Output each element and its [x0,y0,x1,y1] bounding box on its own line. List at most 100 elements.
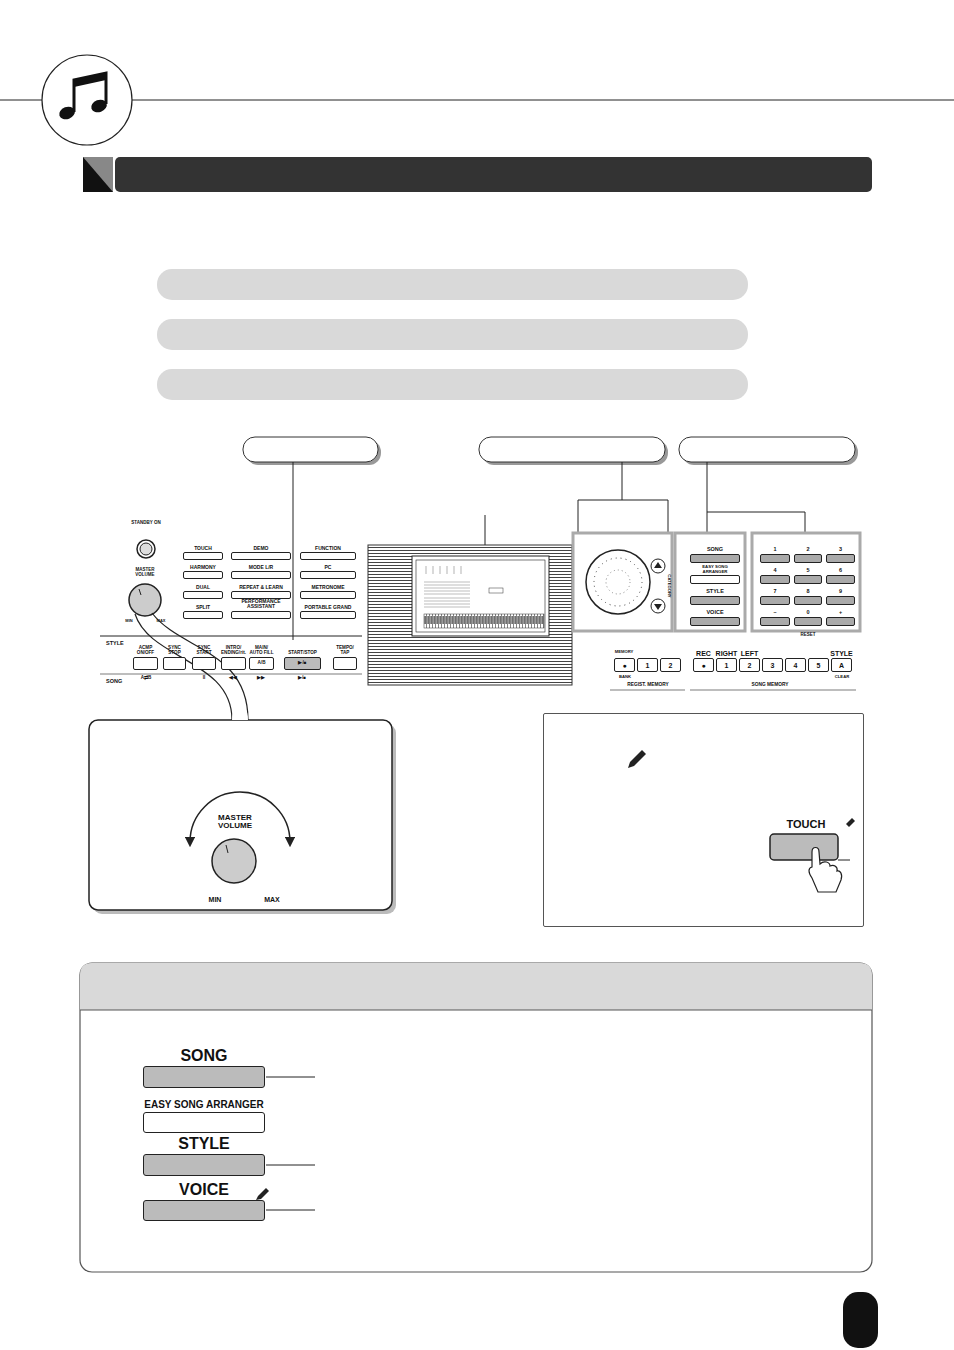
button-face: A/B [249,657,274,670]
panel-button: ● [614,658,635,672]
drawing-rect [80,963,872,1272]
drawing-line [80,1010,872,1011]
button-label: RIGHT [716,650,738,658]
button-label: SYNC STOP [163,646,186,657]
panel-button: 7 [760,589,790,605]
button-symbol: 5 [817,662,821,669]
button-face [300,571,356,579]
drawing-rect [679,437,855,462]
panel-label: SONG [106,679,122,685]
drawing-path [433,566,434,574]
drawing-line [100,636,362,637]
drawing-line [0,100,954,101]
drawing-circle [651,599,665,613]
button-face [760,617,790,626]
drawing-rect [489,588,503,593]
drawing-rect [573,533,672,631]
button-label: PERFORMANCE ASSISTANT [231,599,291,611]
drawing-circle [586,550,650,614]
button-face: 1 [716,658,737,672]
button-face: ● [693,658,714,672]
drawing-path [707,462,805,533]
panel-button: FUNCTION [300,546,356,560]
callout-text: MAX [257,896,287,903]
drawing-rect [115,157,872,192]
button-face [826,617,855,626]
button-label: LEFT [741,650,759,658]
button-face: A [831,658,852,672]
panel-label: CATEGORY [667,574,671,597]
button-label: REC [696,650,711,658]
panel-button: SYNC START [192,646,216,670]
button-label: STYLE [830,650,853,658]
panel-button: EASY SONG ARRANGER [143,1100,265,1133]
button-face [826,575,855,584]
button-face [143,1154,265,1176]
button-face [183,591,223,599]
button-face [794,554,822,563]
panel-button: LEFT2 [739,650,760,672]
drawing-path [426,566,427,574]
drawing-path [232,705,248,720]
panel-label: REGIST. MEMORY [627,682,668,687]
panel-button: PERFORMANCE ASSISTANT [231,599,291,619]
button-label: 9 [839,589,842,596]
drawing-path [83,157,113,192]
drawing-rect [479,437,665,462]
button-face [300,591,356,599]
button-label: 8 [806,589,809,596]
drawing-rect [157,269,748,300]
button-label: START/STOP [288,651,317,657]
callout-text: TOUCH [771,819,841,831]
drawing-ellipse [57,105,76,122]
button-face [183,552,223,560]
drawing-path [461,566,462,574]
button-face [133,657,158,670]
panel-button: 5 [808,658,829,672]
panel-label: II [203,676,206,681]
drawing-circle [651,559,665,573]
panel-button: 8 [794,589,822,605]
button-label: ACMP ON/OFF [133,646,158,657]
drawing-rect [89,720,392,910]
panel-label: ▶/■ [298,676,306,681]
panel-button: DUAL [183,585,223,599]
drawing-path [190,792,290,842]
button-symbol: A/B [258,661,266,666]
button-face [333,657,357,670]
button-face [143,1200,265,1221]
button-face [690,554,740,563]
button-face: 2 [739,658,760,672]
button-face [163,657,186,670]
panel-button: SYNC STOP [163,646,186,670]
panel-button: 9 [826,589,855,605]
button-label: – [773,610,776,617]
button-label: 7 [773,589,776,596]
button-symbol: A [839,662,844,669]
drawing-rect [368,545,572,685]
panel-label: CLEAR [835,675,849,679]
panel-button: SPLIT [183,605,223,619]
drawing-path [424,582,470,607]
drawing-rect [157,319,748,350]
button-face [826,554,855,563]
panel-button: + [826,610,855,626]
panel-label: MAX [157,619,166,623]
panel-button: REC● [693,650,714,672]
button-symbol: 3 [771,662,775,669]
panel-label: MEMORY [615,650,634,654]
panel-button: 6 [826,568,855,584]
callout-text: MIN [200,896,230,903]
button-label: 0 [806,610,809,617]
panel-button: 4 [785,658,806,672]
button-label: SONG [707,547,723,554]
panel-button: 2 [794,547,822,563]
drawing-path [440,566,441,574]
panel-button: STYLE [143,1136,265,1176]
button-symbol: ● [622,662,626,669]
panel-button: PC [300,565,356,579]
drawing-line [690,690,856,691]
drawing-circle [594,558,642,606]
drawing-rect [424,614,544,628]
drawing-line [226,845,228,853]
